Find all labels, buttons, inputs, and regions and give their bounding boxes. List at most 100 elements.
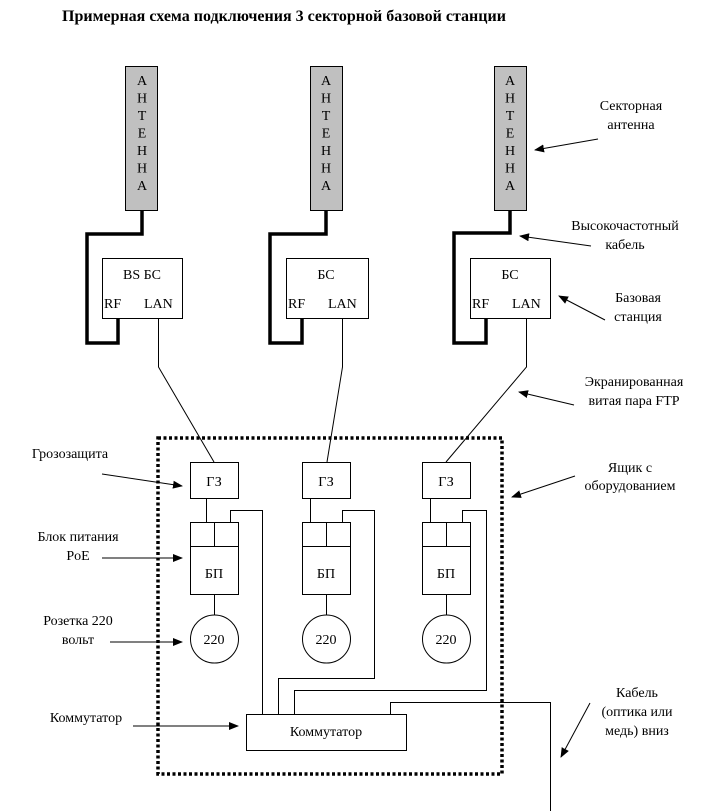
annotation-hf-cable: Высокочастотный кабель [519, 219, 679, 253]
antenna-body [310, 66, 343, 211]
antenna-letter: А [505, 74, 516, 89]
svg-text:(оптика или: (оптика или [601, 705, 673, 720]
lightning-protector [190, 462, 239, 499]
svg-text:Базовая: Базовая [615, 291, 661, 306]
antenna-letter: Н [137, 92, 147, 107]
gz-label: ГЗ [318, 475, 333, 490]
bp-label: БП [205, 567, 223, 582]
svg-text:станция: станция [614, 310, 662, 325]
base-station-1: BS БС RF LAN [102, 258, 183, 319]
gz-label: ГЗ [438, 475, 453, 490]
rf-port-label: RF [104, 297, 121, 312]
antenna-letter: Е [322, 127, 331, 142]
antenna-body [494, 66, 527, 211]
antenna-letter: А [321, 74, 332, 89]
bp-label: БП [437, 567, 455, 582]
annotation-poe-power: Блок питания PoE [37, 530, 183, 564]
svg-text:Кабель: Кабель [616, 686, 658, 701]
sector-equipment-1: ГЗ БП 220 [190, 462, 263, 714]
arrow-icon [519, 233, 592, 247]
antenna-letter: Т [322, 109, 331, 124]
arrow-icon [511, 475, 576, 498]
arrow-icon [558, 295, 606, 321]
socket-label: 220 [436, 633, 457, 648]
hf-cable-2 [268, 211, 328, 345]
lan-port-label: LAN [328, 297, 357, 312]
ftp-cable-1 [158, 319, 215, 463]
power-socket [190, 614, 239, 664]
antenna-letter: А [137, 74, 148, 89]
antenna-letter: Н [321, 144, 331, 159]
poe-to-switch-wire [294, 510, 487, 714]
ftp-cable-2 [326, 319, 343, 463]
power-socket [302, 614, 351, 664]
equipment-box [156, 436, 504, 776]
annotation-switch: Коммутатор [50, 711, 239, 730]
svg-text:медь) вниз: медь) вниз [605, 724, 669, 739]
svg-text:Розетка 220: Розетка 220 [43, 614, 113, 629]
antenna-letter: Н [505, 144, 515, 159]
annotation-equipment-box: Ящик с оборудованием [511, 461, 676, 498]
gz-label: ГЗ [206, 475, 221, 490]
arrow-icon [534, 138, 599, 153]
antenna-letter: Т [138, 109, 147, 124]
antenna-letter: А [505, 179, 516, 194]
socket-label: 220 [316, 633, 337, 648]
bs-label: БС [501, 268, 518, 283]
svg-text:антенна: антенна [607, 118, 655, 133]
svg-text:Секторная: Секторная [600, 99, 663, 114]
svg-text:Экранированная: Экранированная [585, 375, 684, 390]
annotation-cable-down: Кабель (оптика или медь) вниз [560, 686, 673, 758]
antenna-letter: Т [506, 109, 515, 124]
base-station-3: БС RF LAN [470, 258, 551, 319]
poe-to-switch-wire [278, 510, 375, 714]
switch-label: Коммутатор [290, 725, 362, 740]
antenna-letter: Н [137, 162, 147, 177]
rf-port-label: RF [472, 297, 489, 312]
svg-text:кабель: кабель [605, 238, 644, 253]
antenna-letter: Н [137, 144, 147, 159]
diagram-title: Примерная схема подключения 3 секторной … [62, 8, 506, 25]
lan-port-label: LAN [512, 297, 541, 312]
bp-label: БП [317, 567, 335, 582]
sector-equipment-3: ГЗ БП 220 [294, 462, 487, 714]
rf-port-label: RF [288, 297, 305, 312]
hf-cable-3 [452, 211, 512, 345]
lightning-protector [302, 462, 351, 499]
annotation-base-station: Базовая станция [558, 291, 662, 325]
antenna-letter: Н [505, 162, 515, 177]
antenna-letter: Н [321, 92, 331, 107]
antenna-letter: Н [505, 92, 515, 107]
svg-text:Коммутатор: Коммутатор [50, 711, 122, 726]
lightning-protector [422, 462, 471, 499]
svg-text:Блок питания: Блок питания [37, 530, 119, 545]
antenna-letter: Е [506, 127, 515, 142]
svg-text:вольт: вольт [62, 633, 94, 648]
arrow-icon [560, 702, 591, 758]
uplink-cable [390, 702, 551, 811]
ftp-cable-3 [445, 319, 527, 463]
annotation-socket: Розетка 220 вольт [43, 614, 183, 648]
antenna-letter: Е [138, 127, 147, 142]
svg-text:PoE: PoE [66, 549, 89, 564]
bs-label: БС [317, 268, 334, 283]
annotation-sector-antenna: Секторная антенна [534, 99, 663, 153]
svg-text:витая пара FTP: витая пара FTP [588, 394, 679, 409]
switch: Коммутатор [246, 714, 407, 751]
antenna-letter: А [321, 179, 332, 194]
arrow-icon [518, 390, 575, 406]
sector-equipment-2: ГЗ БП 220 [278, 462, 375, 714]
svg-text:Высокочастотный: Высокочастотный [571, 219, 679, 234]
hf-cable-1 [85, 211, 144, 345]
lan-port-label: LAN [144, 297, 173, 312]
poe-to-switch-wire [230, 510, 263, 714]
annotation-lightning-protection: Грозозащита [32, 447, 183, 489]
antenna-letter: Н [321, 162, 331, 177]
base-station-2: БС RF LAN [286, 258, 369, 319]
power-socket [422, 614, 471, 664]
annotation-ftp: Экранированная витая пара FTP [518, 375, 684, 409]
